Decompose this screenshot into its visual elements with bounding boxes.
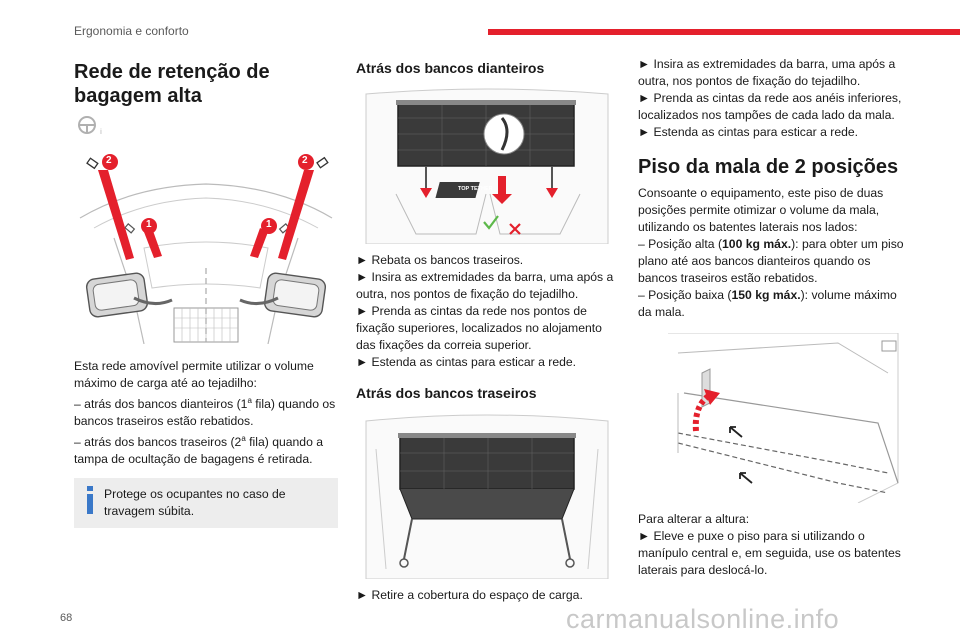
- info-icon: [87, 486, 93, 515]
- floor-description: Consoante o equipamento, este piso de du…: [638, 185, 906, 321]
- svg-text:i: i: [100, 128, 102, 136]
- header-accent-bar: [488, 29, 960, 35]
- steps-rear-seats: ► Retire a cobertura do espaço de carga.: [356, 588, 583, 602]
- rear-seats-net-illustration: [356, 409, 618, 579]
- watermark: carmanualsonline.info: [566, 604, 840, 634]
- callout-2-right: 2: [302, 155, 308, 166]
- list-item-rear: – atrás dos bancos traseiros (2a fila) q…: [74, 434, 324, 467]
- callout-2-left: 2: [106, 155, 112, 166]
- floor-section-title: Piso da mala de 2 posições: [638, 156, 899, 178]
- callout-1-right: 1: [266, 219, 272, 230]
- section-title: Rede de retenção de bagagem alta: [74, 61, 270, 107]
- change-height-text: Para alterar a altura: ► Eleve e puxe o …: [638, 512, 901, 577]
- top-tether-label: TOP TETHER: [458, 186, 493, 192]
- heading-rear-seats: Atrás dos bancos traseiros: [356, 385, 537, 401]
- position-low: – Posição baixa (150 kg máx.): volume má…: [638, 288, 897, 319]
- intro-text: Esta rede amovível permite utilizar o vo…: [74, 358, 338, 468]
- steps-front-seats: ► Rebata os bancos traseiros. ► Insira a…: [356, 253, 614, 369]
- column-left: Rede de retenção de bagagem alta i: [74, 56, 338, 529]
- column-middle: Atrás dos bancos dianteiros: [356, 56, 618, 604]
- interior-net-illustration: 2 2 1 1: [74, 148, 338, 344]
- column-right: ► Insira as extremidades da barra, uma a…: [638, 56, 906, 579]
- callout-1-left: 1: [146, 219, 152, 230]
- steps-continued: ► Insira as extremidades da barra, uma a…: [638, 57, 902, 139]
- running-header: Ergonomia e conforto: [74, 24, 189, 38]
- position-high: – Posição alta (100 kg máx.): para obter…: [638, 237, 904, 285]
- steering-equipment-icon: i: [74, 114, 338, 136]
- boot-floor-illustration: [638, 333, 906, 503]
- info-note: Protege os ocupantes no caso de travagem…: [74, 478, 338, 529]
- heading-front-seats: Atrás dos bancos dianteiros: [356, 60, 545, 76]
- list-item-front: – atrás dos bancos dianteiros (1a fila) …: [74, 396, 336, 429]
- front-seats-net-illustration: TOP TETHER: [356, 84, 618, 244]
- page-number: 68: [60, 612, 73, 624]
